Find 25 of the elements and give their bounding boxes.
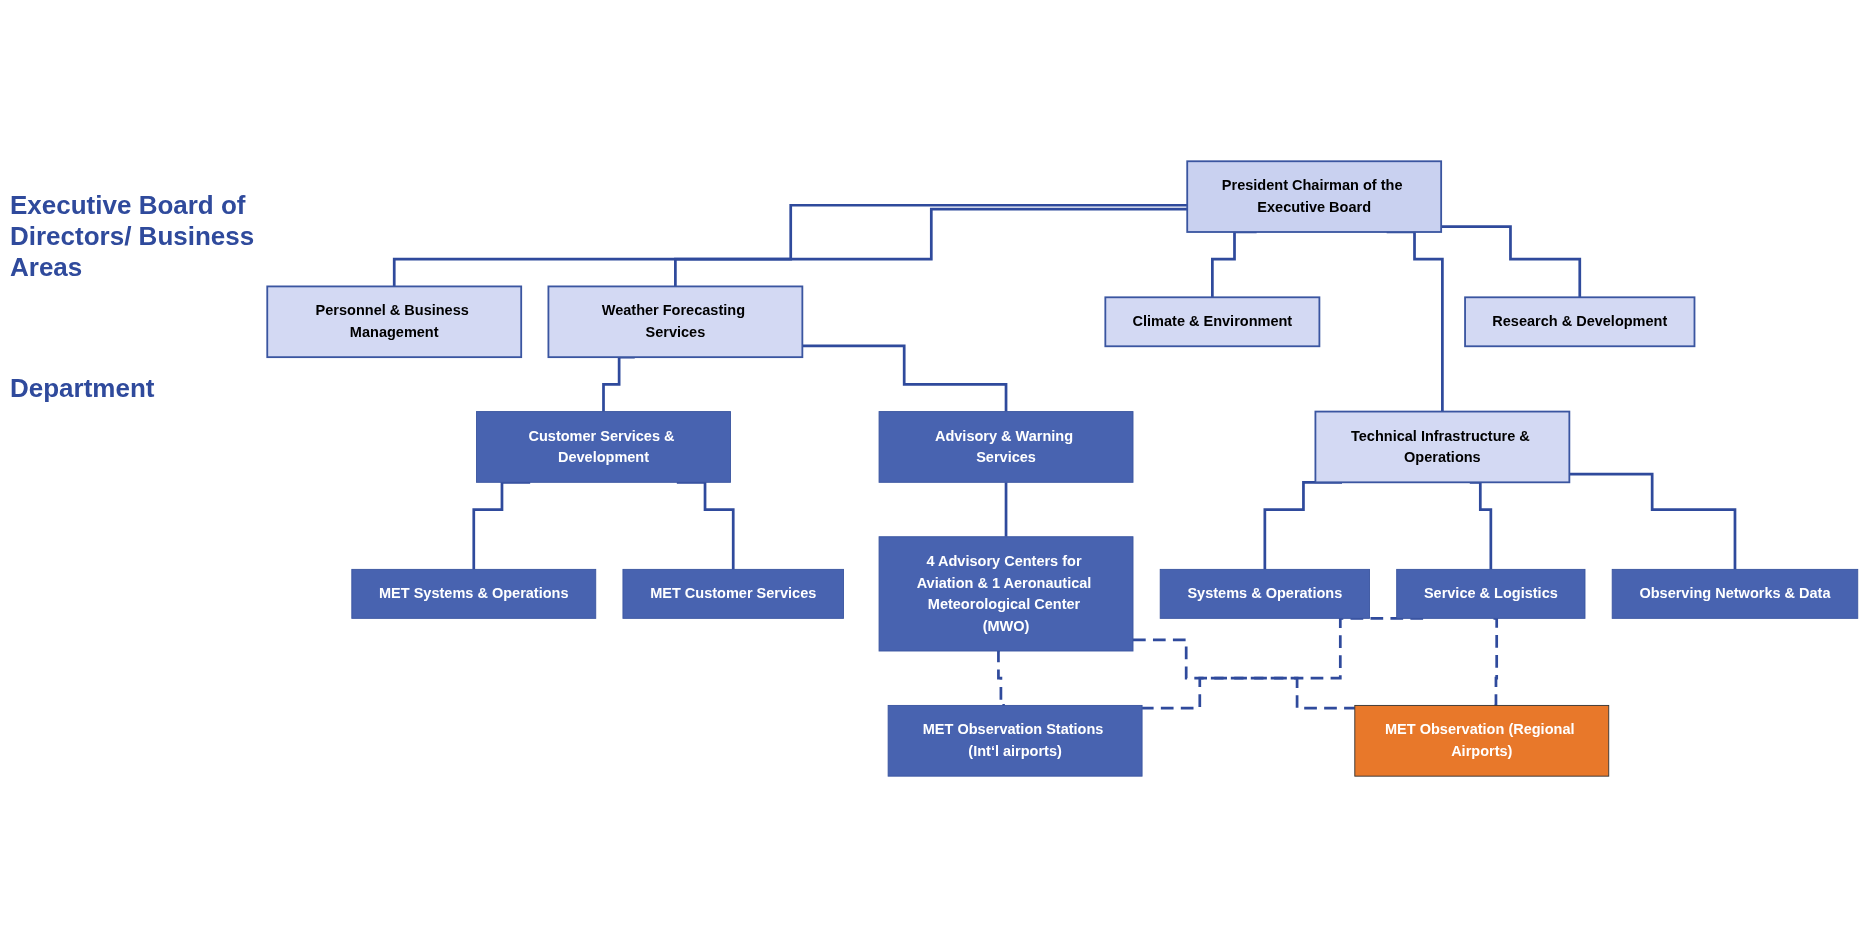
node-box: Customer Services & Development bbox=[476, 410, 731, 483]
connector bbox=[1441, 224, 1582, 299]
connector bbox=[602, 355, 635, 413]
node-box: Observing Networks & Data bbox=[1611, 568, 1859, 619]
connector bbox=[802, 344, 1008, 413]
node-box: Service & Logistics bbox=[1396, 568, 1586, 619]
level-label: Department bbox=[10, 373, 156, 404]
node-box: President Chairman of the Executive Board bbox=[1186, 160, 1443, 233]
level-label: Executive Board of Directors/ Business Areas bbox=[10, 190, 256, 283]
node-box: 4 Advisory Centers for Aviation & 1 Aeronautical Meteorological Center (MWO) bbox=[878, 536, 1134, 652]
connector bbox=[674, 207, 1188, 288]
node-box: Personnel & Business Management bbox=[266, 285, 523, 358]
node-box: Research & Development bbox=[1464, 296, 1696, 347]
node-box: MET Observation Stations (Int‘l airports) bbox=[887, 704, 1143, 777]
connector bbox=[392, 203, 1188, 288]
connector bbox=[1569, 472, 1737, 571]
node-box: Systems & Operations bbox=[1159, 568, 1370, 619]
node-box: MET Customer Services bbox=[622, 568, 844, 619]
node-box: MET Observation (Regional Airports) bbox=[1354, 704, 1610, 777]
node-box: Technical Infrastructure & Operations bbox=[1314, 410, 1571, 483]
node-box: Advisory & Warning Services bbox=[878, 410, 1134, 483]
node-box: Weather Forecasting Services bbox=[547, 285, 804, 358]
connector bbox=[1133, 638, 1355, 710]
node-box: Climate & Environment bbox=[1104, 296, 1321, 347]
node-box: MET Systems & Operations bbox=[351, 568, 597, 619]
